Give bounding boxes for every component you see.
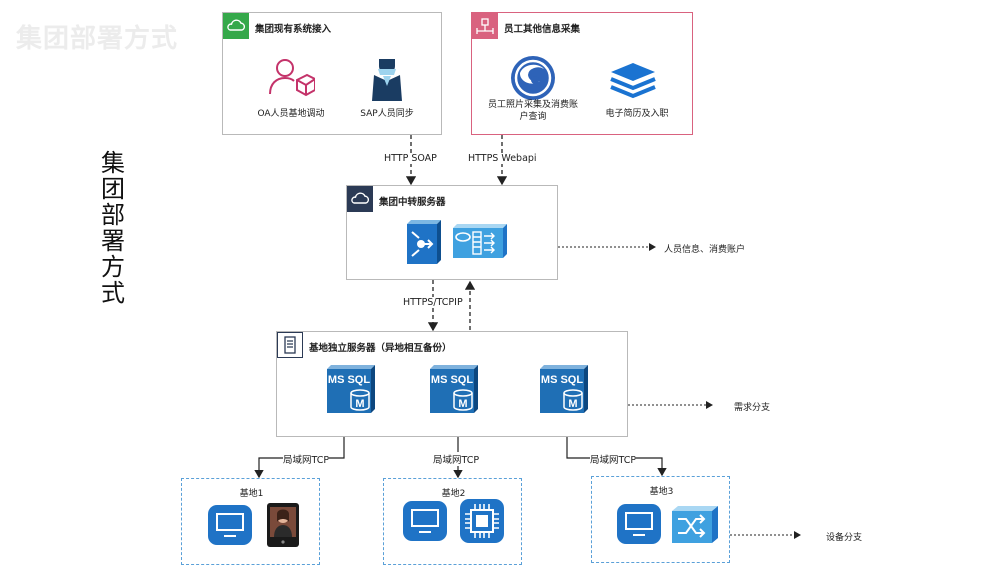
other-info-box: 员工其他信息采集 员工照片采集及消费账户查询 电子简历及入职 [471,12,693,135]
user-package-icon [267,56,316,106]
resume-onboarding-label: 电子简历及入职 [605,109,669,119]
server-rack-icon [277,332,303,358]
lan-label-2: 局域网TCP [433,452,480,466]
load-balancer-icon [451,222,509,262]
vertical-title-char: 式 [101,279,125,307]
cloud-icon [223,13,249,39]
lan-label-3: 局域网TCP [590,452,637,466]
network-switch-icon [670,505,720,549]
transit-output-label: 人员信息、消费账户 [664,245,746,255]
vertical-title-char: 署 [101,227,125,255]
db-label-2: MS SQL [431,374,473,386]
face-terminal-icon [266,502,300,552]
switch-director-icon [403,218,443,270]
https-tcpip-label: HTTPS/TCPIP [403,297,463,308]
transit-server-box: 集团中转服务器 [346,185,558,280]
flow-icon [472,13,498,39]
vertical-title: 集 团 部 署 方 式 [98,150,128,306]
mssql-db-icon-3: MS SQL M [538,363,592,419]
monitor-icon-2 [402,500,448,546]
vertical-title-char: 部 [101,201,125,229]
monitor-icon-1 [207,504,253,550]
db-label-3: MS SQL [541,374,583,386]
db-letter-2: M [458,398,467,410]
group-systems-title: 集团现有系统接入 [255,24,332,35]
sap-sync-label: SAP人员同步 [360,109,414,119]
employee-icon [370,55,404,107]
base-2-title: 基地2 [441,489,466,499]
base-servers-title: 基地独立服务器（异地相互备份） [309,343,452,354]
mssql-db-icon-1: MS SQL M [325,363,379,419]
vertical-title-char: 集 [101,149,125,177]
mssql-db-icon-2: MS SQL M [428,363,482,419]
transit-server-title: 集团中转服务器 [379,197,446,208]
cloud-server-icon [347,186,373,212]
group-systems-box: 集团现有系统接入 OA人员基地调动 SAP人员同步 [222,12,442,135]
chip-icon [459,498,505,548]
oa-transfer-label: OA人员基地调动 [257,109,325,119]
monitor-icon-3 [616,503,662,549]
http-soap-label: HTTP SOAP [384,153,437,164]
db-letter-1: M [355,398,364,410]
base-1-title: 基地1 [239,489,264,499]
lan-label-1: 局域网TCP [283,452,330,466]
db-label-1: MS SQL [328,374,370,386]
layers-icon [609,59,657,103]
other-info-title: 员工其他信息采集 [504,24,581,35]
https-webapi-label: HTTPS Webapi [468,153,537,164]
vertical-title-char: 团 [101,175,125,203]
base-3-title: 基地3 [649,487,674,497]
watermark: 集团部署方式 [16,24,179,54]
photo-account-label: 员工照片采集及消费账户查询 [487,100,578,122]
base-3-output-label: 设备分支 [826,533,863,543]
vertical-title-char: 方 [101,253,125,281]
vortex-icon [508,53,558,107]
db-letter-3: M [568,398,577,410]
base-output-label: 需求分支 [734,403,771,413]
